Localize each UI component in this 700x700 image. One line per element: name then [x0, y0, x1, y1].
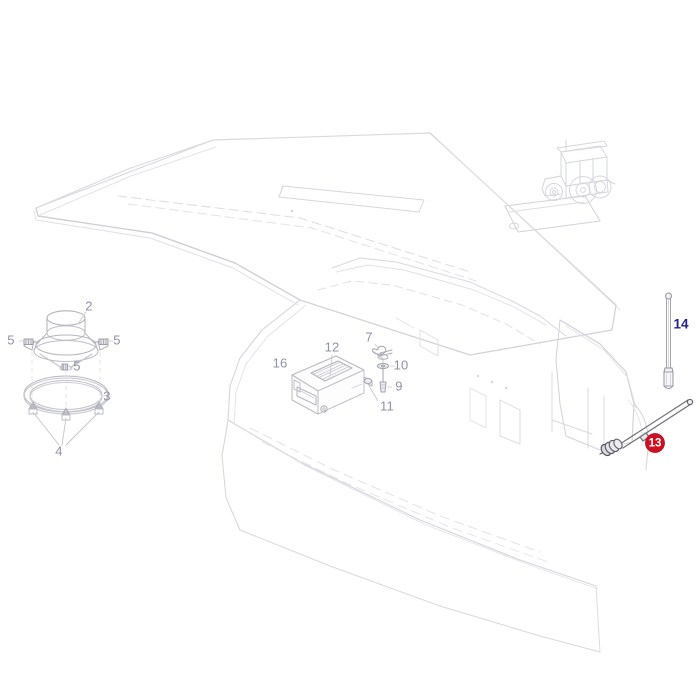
callout-2: 2 — [85, 298, 92, 313]
callout-13: 13 — [649, 438, 662, 450]
cab-body-assembly — [221, 257, 649, 653]
part-radio-unit — [291, 355, 373, 415]
antenna-connector — [599, 438, 623, 457]
callout-5-left: 5 — [7, 332, 14, 347]
part-cable-clamp — [372, 345, 393, 360]
part-mounting-screw — [379, 367, 387, 393]
callout-7: 7 — [365, 329, 372, 344]
callout-13-badge[interactable]: 13 — [645, 433, 665, 453]
part-radio-grille — [310, 360, 353, 382]
part-clamp-washer-screw — [372, 345, 393, 393]
callout-14: 14 — [673, 317, 689, 332]
callout-3: 3 — [103, 388, 110, 403]
part-speaker-screws — [23, 338, 109, 371]
speaker-leader-lines — [18, 311, 114, 413]
tractor-thumbnail — [541, 139, 616, 204]
part-speaker-clips — [28, 401, 104, 446]
part-speaker-cone — [23, 310, 109, 371]
part-antenna-mast — [663, 292, 674, 390]
callout-5-right: 5 — [113, 332, 120, 347]
callout-16: 16 — [273, 355, 288, 370]
callout-9: 9 — [395, 378, 402, 393]
callout-4: 4 — [55, 443, 62, 458]
callout-12: 12 — [325, 339, 340, 354]
radio-leader-lines — [329, 343, 395, 388]
callout-5-center: 5 — [73, 358, 80, 373]
cab-roof-assembly — [33, 132, 621, 356]
callout-10: 10 — [394, 357, 409, 372]
part-antenna-cable — [599, 398, 694, 457]
callout-11: 11 — [380, 398, 394, 413]
part-bracket-pin — [363, 377, 379, 402]
callout-labels: 2 5 5 5 3 4 16 12 7 10 9 11 14 13 — [7, 298, 689, 458]
